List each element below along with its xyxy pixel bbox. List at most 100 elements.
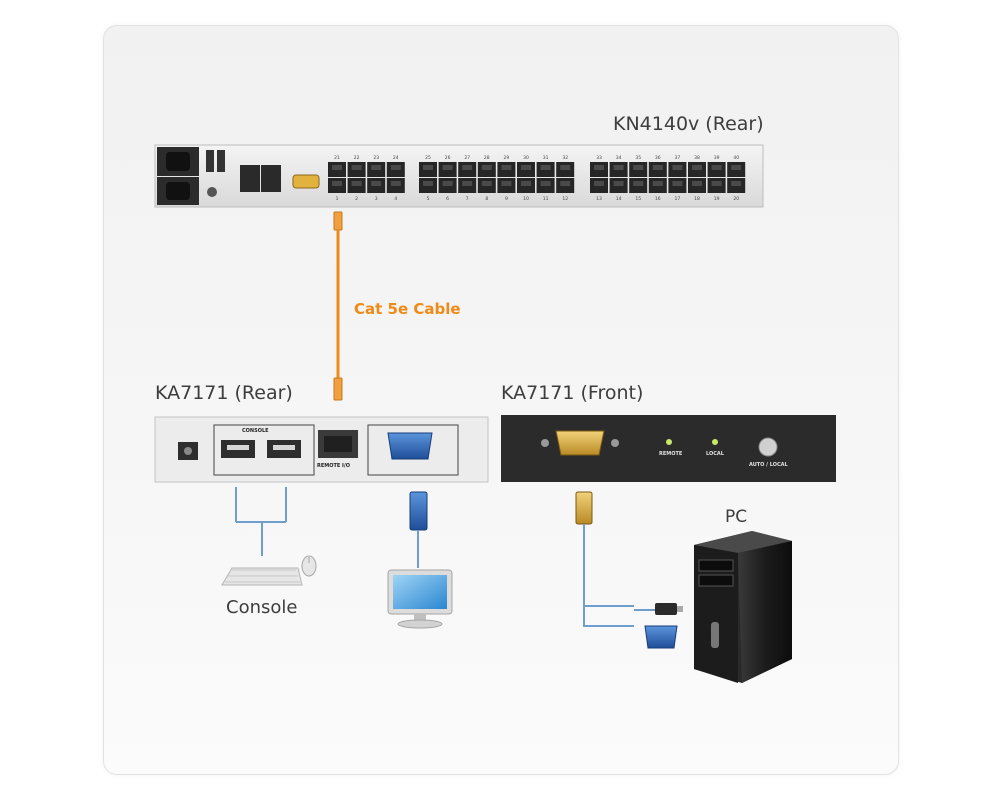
port-number-top: 28 — [484, 155, 490, 161]
cable-label: Cat 5e Cable — [354, 300, 461, 318]
console-wiring — [235, 487, 287, 556]
port-number-bottom: 8 — [485, 196, 488, 202]
rj45-port-latch — [423, 181, 433, 186]
rj45-port-latch — [521, 165, 531, 170]
rj45-port-latch — [423, 165, 433, 170]
port-number-bottom: 15 — [635, 196, 641, 202]
vga-plug-pc — [644, 625, 678, 649]
rj45-port-latch — [442, 165, 453, 170]
port-number-top: 37 — [675, 155, 681, 161]
rj45-port-latch — [462, 181, 473, 186]
port-number-bottom: 16 — [655, 196, 661, 202]
rj45-port-latch — [390, 181, 401, 186]
port-number-bottom: 5 — [427, 196, 430, 202]
rj45-port-latch — [332, 165, 342, 170]
auto-local-button — [758, 437, 778, 457]
port-number-bottom: 19 — [714, 196, 720, 202]
local-led — [712, 439, 718, 445]
ka7171-rear-label: KA7171 (Rear) — [155, 382, 293, 404]
lan-port-2 — [261, 165, 281, 192]
kn4140v-label: KN4140v (Rear) — [613, 113, 764, 135]
ka7171-front-label: KA7171 (Front) — [501, 382, 644, 404]
port-number-top: 31 — [543, 155, 549, 161]
port-number-bottom: 14 — [616, 196, 622, 202]
remote-io-label: REMOTE I/O — [317, 463, 350, 469]
port-number-top: 38 — [694, 155, 700, 161]
drive-bay-2 — [698, 574, 734, 587]
rj45-port-latch — [652, 165, 663, 170]
port-number-top: 30 — [523, 155, 529, 161]
vga-port-front — [555, 430, 605, 456]
rj45-port-latch — [462, 165, 473, 170]
port-number-top: 26 — [445, 155, 451, 161]
port-number-top: 35 — [635, 155, 641, 161]
serial-port — [292, 174, 320, 189]
rj45-port-latch — [613, 165, 624, 170]
usb-plug — [655, 603, 677, 615]
port-number-bottom: 20 — [733, 196, 739, 202]
local-led-label: LOCAL — [706, 451, 724, 457]
port-number-bottom: 13 — [596, 196, 602, 202]
rj45-port-latch — [481, 181, 492, 186]
pc-tower-icon — [694, 531, 792, 683]
rj45-port-latch — [672, 181, 683, 186]
rj45-port-latch — [594, 165, 604, 170]
rj45-port-latch — [692, 181, 702, 186]
rj45-port-latch — [371, 165, 382, 170]
console-port-label: CONSOLE — [242, 428, 269, 434]
rj45-port-latch — [711, 181, 722, 186]
port-number-bottom: 1 — [336, 196, 339, 202]
port-number-top: 27 — [464, 155, 470, 161]
remote-led — [666, 439, 672, 445]
rj45-port-latch — [351, 165, 362, 170]
remote-led-label: REMOTE — [659, 451, 683, 457]
ka7171-rear-panel — [154, 416, 489, 483]
port-number-top: 33 — [596, 155, 602, 161]
auto-local-label: AUTO / LOCAL — [749, 462, 788, 468]
port-number-bottom: 17 — [675, 196, 681, 202]
port-number-bottom: 3 — [375, 196, 378, 202]
port-number-top: 34 — [616, 155, 622, 161]
rj45-port-latch — [692, 165, 702, 170]
power-switch-2 — [217, 150, 225, 172]
port-number-top: 22 — [354, 155, 360, 161]
port-number-top: 32 — [562, 155, 568, 161]
port-number-top: 24 — [393, 155, 399, 161]
rj45-port-latch — [560, 181, 571, 186]
port-number-top: 40 — [733, 155, 739, 161]
cat5e-cable — [333, 211, 343, 401]
console-label: Console — [226, 597, 298, 618]
monitor-icon — [387, 569, 453, 629]
rj45-port-latch — [371, 181, 382, 186]
ka7171-front-panel — [501, 415, 836, 482]
rj45-port-latch — [481, 165, 492, 170]
mouse-icon — [301, 555, 317, 577]
kn4140v-rear-panel — [154, 144, 764, 208]
kn4140v-ports: 2112222332442552662772882993010311132123… — [328, 155, 746, 202]
port-number-top: 39 — [714, 155, 720, 161]
pc-vga-cable — [575, 491, 683, 649]
ground-screw — [207, 187, 217, 197]
vga-port-rear — [387, 432, 433, 460]
port-number-bottom: 9 — [505, 196, 508, 202]
keyboard-icon — [221, 567, 303, 586]
port-number-bottom: 11 — [543, 196, 549, 202]
rj45-port-latch — [672, 165, 683, 170]
port-number-bottom: 7 — [466, 196, 469, 202]
port-number-bottom: 12 — [562, 196, 568, 202]
rj45-port-latch — [731, 181, 742, 186]
port-number-top: 36 — [655, 155, 661, 161]
rj45-port-latch — [711, 165, 722, 170]
rj45-port-latch — [594, 181, 604, 186]
rj45-port-latch — [633, 165, 644, 170]
rj45-port-latch — [731, 165, 742, 170]
port-number-top: 29 — [504, 155, 510, 161]
port-number-bottom: 18 — [694, 196, 700, 202]
power-switch-1 — [206, 150, 214, 172]
drive-bay-1 — [698, 559, 734, 572]
rj45-port-latch — [501, 181, 512, 186]
rj45-port-latch — [351, 181, 362, 186]
rj45-port-latch — [332, 181, 342, 186]
rj45-port-latch — [540, 181, 551, 186]
